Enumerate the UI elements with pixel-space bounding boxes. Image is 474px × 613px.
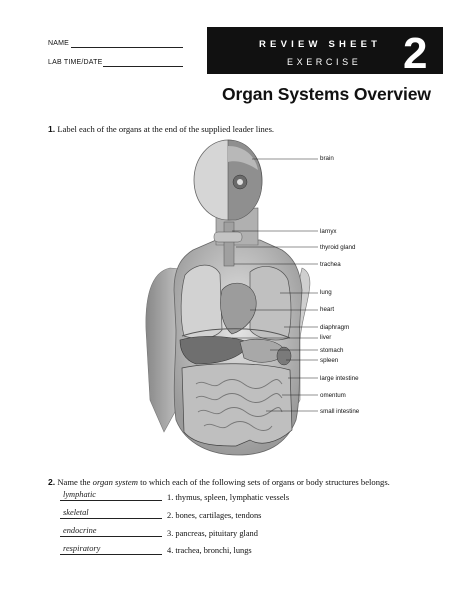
item-1: 1. thymus, spleen, lymphatic vessels bbox=[167, 493, 290, 502]
labtime-field[interactable] bbox=[103, 66, 183, 67]
question-2-number: 2. bbox=[48, 477, 56, 487]
name-field[interactable] bbox=[71, 47, 183, 48]
exercise-number: 2 bbox=[403, 29, 428, 78]
exercise-banner: REVIEW SHEET EXERCISE 2 bbox=[207, 27, 443, 78]
organ-label-large-intestine: large intestine bbox=[320, 375, 359, 382]
item-3: 3. pancreas, pituitary gland bbox=[167, 529, 258, 538]
item-2: 2. bones, cartilages, tendons bbox=[167, 511, 262, 520]
answer-3[interactable]: endocrine bbox=[63, 526, 97, 535]
labtime-label: LAB TIME/DATE bbox=[48, 59, 103, 66]
answer-2[interactable]: skeletal bbox=[63, 508, 89, 517]
answer-line-1 bbox=[60, 500, 162, 501]
organ-label-diaphragm: diaphragm bbox=[320, 324, 350, 331]
organ-label-brain: brain bbox=[320, 155, 334, 162]
answer-line-3 bbox=[60, 536, 162, 537]
question-1: 1. Label each of the organs at the end o… bbox=[48, 124, 274, 134]
organ-label-heart: heart bbox=[320, 306, 335, 313]
organ-label-liver: liver bbox=[320, 334, 332, 341]
organ-label-thyroid-gland: thyroid gland bbox=[320, 244, 356, 251]
answer-line-4 bbox=[60, 554, 162, 555]
question-2-text-after: to which each of the following sets of o… bbox=[137, 477, 390, 487]
question-1-number: 1. bbox=[48, 124, 56, 134]
review-sheet-text: REVIEW SHEET bbox=[259, 39, 382, 50]
organ-label-spleen: spleen bbox=[320, 357, 339, 364]
exercise-text: EXERCISE bbox=[287, 57, 362, 67]
question-1-text: Label each of the organs at the end of t… bbox=[57, 124, 275, 134]
question-2: 2. Name the organ system to which each o… bbox=[48, 477, 390, 487]
item-4: 4. trachea, bronchi, lungs bbox=[167, 546, 252, 555]
organ-label-omentum: omentum bbox=[320, 392, 346, 399]
organ-label-small-intestine: small intestine bbox=[320, 408, 360, 415]
page-title: Organ Systems Overview bbox=[222, 84, 431, 104]
organ-label-stomach: stomach bbox=[320, 347, 344, 354]
question-2-text-italic: organ system bbox=[92, 477, 138, 487]
question-2-text-before: Name the bbox=[57, 477, 93, 487]
organ-label-larnyx: larnyx bbox=[320, 228, 337, 235]
organ-label-trachea: trachea bbox=[320, 261, 341, 268]
answer-4[interactable]: respiratory bbox=[63, 544, 101, 553]
name-label: NAME bbox=[48, 40, 70, 47]
organ-label-lung: lung bbox=[320, 289, 332, 296]
answer-line-2 bbox=[60, 518, 162, 519]
answer-1[interactable]: lymphatic bbox=[63, 490, 97, 499]
